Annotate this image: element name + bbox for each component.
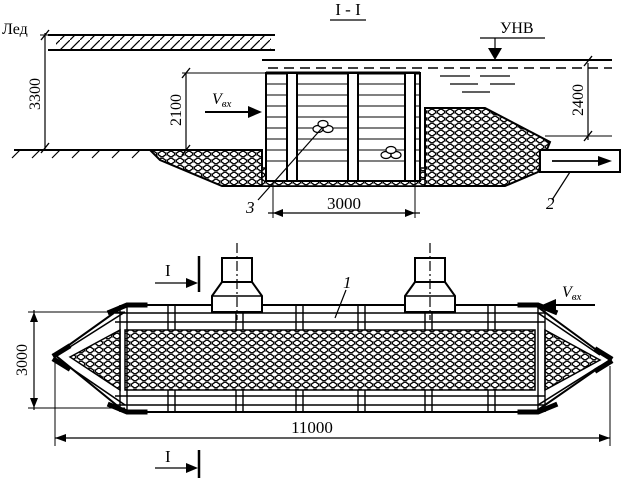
crib-width-value: 3000 — [327, 194, 361, 213]
plan-timber-walls — [61, 311, 601, 406]
section-title: I - I — [335, 0, 361, 19]
intake-left — [211, 243, 263, 320]
plan-view: 1 Vвх I I 3000 — [14, 243, 614, 478]
water-level-marker — [480, 37, 545, 60]
water-depth-dimension — [545, 55, 612, 142]
outlet-pipe — [539, 149, 621, 201]
callout-1: 1 — [343, 273, 352, 292]
crib-height-value: 2100 — [168, 94, 185, 126]
section-mark-top-label: I — [165, 261, 171, 280]
callout-1-leader — [334, 289, 347, 319]
ice-sheet — [48, 34, 275, 51]
plan-stone-fill — [124, 329, 536, 391]
inflow-label-section: Vвх — [212, 91, 232, 110]
crib-height-dimension — [181, 67, 266, 156]
inflow-arrow-section — [205, 106, 262, 118]
inflow-label-plan: Vвх — [562, 284, 582, 303]
water-depth-value: 2400 — [570, 84, 587, 116]
callout-2: 2 — [546, 194, 555, 213]
plan-length-value: 11000 — [291, 418, 333, 437]
plan-length-dimension — [54, 362, 611, 446]
plan-cross-posts — [119, 305, 546, 412]
ice-height-value: 3300 — [27, 78, 44, 110]
section-mark-bottom — [155, 450, 201, 478]
callout-3: 3 — [245, 198, 255, 217]
section-mark-bottom-label: I — [165, 447, 171, 466]
plan-width-value: 3000 — [14, 344, 31, 376]
callout-3-leader — [257, 127, 323, 201]
plan-width-dimension — [28, 310, 125, 410]
ice-height-dimension — [40, 29, 56, 154]
intake-right — [404, 243, 456, 320]
crib-width-dimension — [268, 181, 420, 218]
plan-corner-brackets — [51, 302, 614, 415]
water-surface — [262, 59, 612, 93]
section-view: I - I Лед 3300 — [2, 0, 621, 218]
ice-label: Лед — [2, 21, 28, 38]
section-mark-top — [155, 256, 201, 292]
water-level-label: УНВ — [500, 20, 534, 37]
inflow-arrow-plan — [542, 299, 595, 311]
